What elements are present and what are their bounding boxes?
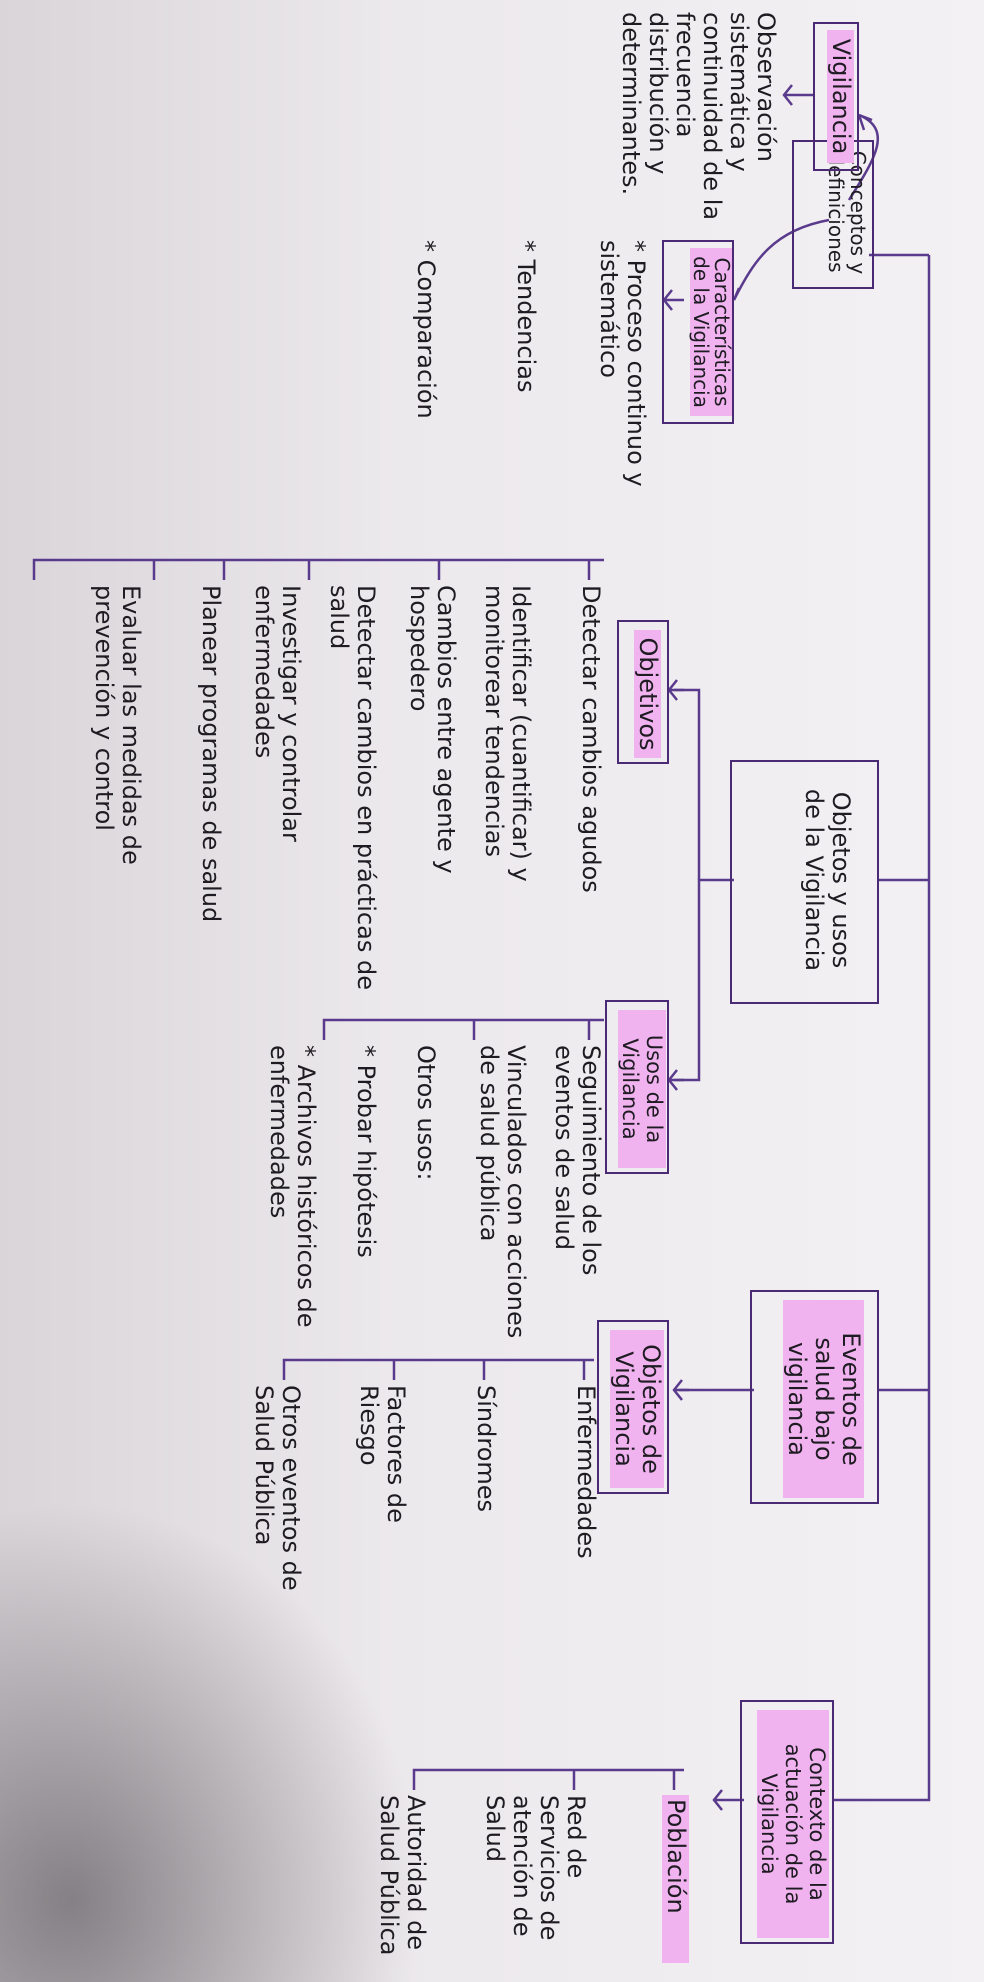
contexto-head: Contexto de la actuación de la Vigilanci… xyxy=(757,1710,829,1938)
objetos-usos-label: Objetos y usos de la Vigilancia xyxy=(800,788,855,972)
contexto-item: Autoridad de Salud Pública xyxy=(375,1795,430,1956)
usos-head: Usos de la Vigilancia xyxy=(618,1010,666,1168)
caracteristicas-head: Características de la Vigilancia xyxy=(689,248,734,416)
objetos-vig-item: Factores de Riesgo xyxy=(355,1385,410,1523)
caracteristica-item: * Proceso continuo y sistemático xyxy=(595,240,650,487)
contexto-item: Red de Servicios de atención de Salud xyxy=(481,1795,590,1941)
contexto-item: Población xyxy=(662,1795,690,1963)
objetos-vig-item: Otros eventos de Salud Pública xyxy=(250,1385,305,1591)
usos-item: * Archivos históricos de enfermedades xyxy=(265,1045,320,1328)
usos-item: Seguimiento de los eventos de salud xyxy=(550,1045,605,1276)
caracteristica-item: * Comparación xyxy=(412,240,440,419)
usos-item: Vinculados con acciones de salud pública xyxy=(475,1045,530,1339)
vigilancia-text: Observación sistemática y continuidad de… xyxy=(617,12,780,221)
objetivo-item: Investigar y controlar enfermedades xyxy=(250,585,305,842)
objetivo-item: Detectar cambios en prácticas de salud xyxy=(325,585,380,990)
objetivo-item: Detectar cambios agudos xyxy=(577,585,605,893)
usos-item: Otros usos: xyxy=(412,1045,440,1181)
objetivo-item: Cambios entre agente y hospedero xyxy=(405,585,460,874)
eventos-label: Eventos de salud bajo vigilancia xyxy=(783,1300,865,1498)
objetivos-head: Objetivos xyxy=(634,630,662,758)
objetivo-item: Planear programas de salud xyxy=(197,585,225,923)
objetos-vig-item: Enfermedades xyxy=(572,1385,600,1559)
objetos-vig-item: Síndromes xyxy=(472,1385,500,1513)
caracteristica-item: * Tendencias xyxy=(512,240,540,393)
objetos-vig-head: Objetos de Vigilancia xyxy=(610,1330,665,1488)
objetivo-item: Identificar (cuantificar) y monitorear t… xyxy=(480,585,535,882)
usos-item: * Probar hipótesis xyxy=(352,1045,380,1258)
objetivo-item: Evaluar las medidas de prevención y cont… xyxy=(90,585,145,865)
vigilancia-head: Vigilancia xyxy=(827,30,855,163)
